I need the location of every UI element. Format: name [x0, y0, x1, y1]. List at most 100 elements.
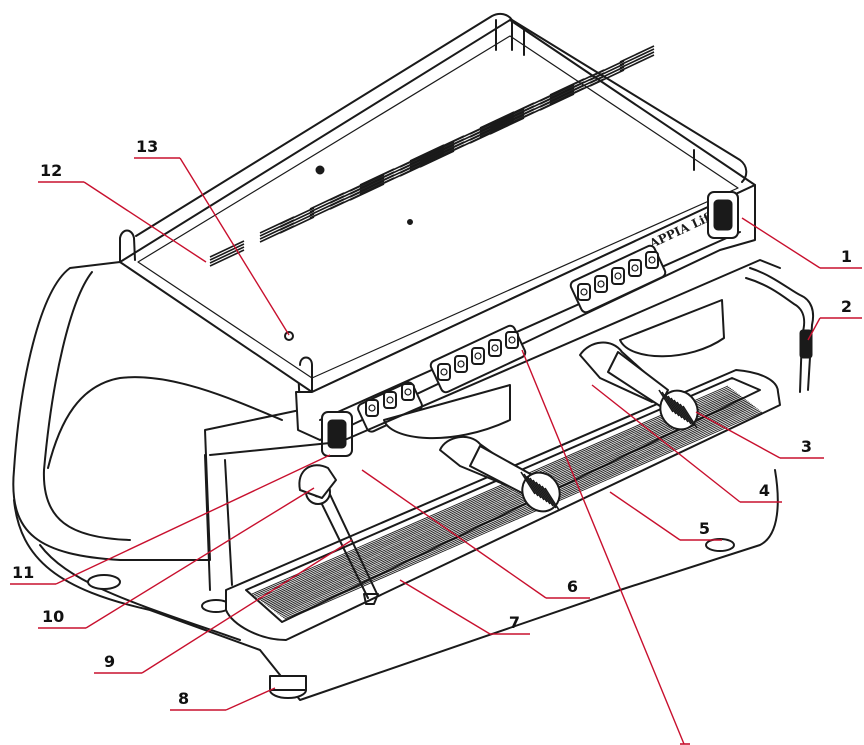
callout-leader-7 [399, 579, 491, 635]
keypad-button [628, 259, 642, 277]
grid-line [273, 402, 751, 612]
grid-line [260, 392, 738, 602]
grid-line [282, 409, 760, 619]
callout-13: 13 [134, 137, 290, 336]
callout-6: 6 [361, 469, 590, 599]
callout-leader-8 [225, 687, 276, 711]
callout-3: 3 [695, 411, 824, 459]
vent-slot [359, 168, 395, 195]
grid-line [256, 388, 733, 598]
callout-label-9: 9 [104, 652, 115, 671]
callout-label-4: 4 [759, 481, 770, 500]
callout-5: 5 [609, 491, 722, 541]
keypad-button [488, 339, 502, 357]
keypad-button [594, 275, 608, 293]
cup-warmer-rails [119, 12, 748, 393]
back-wall [209, 259, 781, 456]
keypad-button [365, 399, 379, 417]
steam-wand-left-nozzle [363, 593, 379, 605]
vent-slot [309, 192, 345, 219]
steam-wand-right-joint [799, 329, 813, 359]
callout-2: 2 [807, 297, 862, 341]
callout-leader-10 [85, 487, 315, 629]
callout-leader-11 [55, 454, 331, 585]
grid-line [257, 390, 735, 599]
grid-line [262, 393, 739, 603]
callout-leader-4 [591, 384, 741, 503]
grid-line [272, 401, 749, 611]
callout-leader-3 [695, 411, 781, 459]
keypad-button [577, 283, 591, 301]
group-head-1 [383, 384, 511, 440]
vent-slots [209, 45, 655, 267]
callout-label-8: 8 [178, 689, 189, 708]
cup-warmer-inner [137, 35, 739, 379]
plate-pin [407, 219, 413, 225]
callout-label-1: 1 [841, 247, 852, 266]
callout-leader-13 [179, 157, 290, 336]
grid-line [253, 386, 730, 596]
portafilter-right [579, 341, 699, 431]
base [13, 469, 779, 701]
side-panel-contour [42, 271, 131, 541]
keypad-button [454, 355, 468, 373]
keypad-button [471, 347, 485, 365]
steam-wand-right [749, 267, 815, 391]
vent-slot [619, 45, 655, 72]
callout-9: 9 [94, 539, 353, 674]
foot-right [705, 538, 735, 552]
control-panel-strip [319, 231, 741, 421]
callout-label-10: 10 [42, 607, 64, 626]
callout-12: 12 [38, 161, 207, 263]
back-wall-left [204, 454, 233, 591]
steam-wand-right-2 [745, 277, 806, 393]
portafilter-grip [520, 471, 560, 511]
keypad-button [505, 331, 519, 349]
keypad-button [645, 251, 659, 269]
keypad-button [611, 267, 625, 285]
vent-slot [259, 216, 295, 243]
drip-tray [225, 369, 781, 641]
vent-slot [479, 111, 515, 138]
callout-label-5: 5 [699, 519, 710, 538]
grid-line [263, 394, 741, 604]
foot-left [87, 574, 121, 590]
steam-wand-left [314, 485, 379, 599]
portafilter-left [439, 435, 561, 513]
grid-line [268, 398, 745, 607]
grid-line [251, 385, 729, 595]
portafilter-grip [658, 389, 698, 429]
callout-label-7: 7 [509, 613, 520, 632]
base-lip [39, 544, 241, 641]
callout-leader-unnumbered [521, 349, 685, 745]
callout-label-6: 6 [567, 577, 578, 596]
callout-11: 11 [10, 454, 331, 585]
callout-leader-2 [807, 317, 821, 341]
callout-1: 1 [741, 217, 862, 269]
espresso-machine: APPIA Life [12, 12, 815, 701]
keypad-buttons [365, 251, 659, 417]
callout-label-12: 12 [40, 161, 62, 180]
side-panel-window [47, 376, 283, 469]
cup-warmer-sensor [284, 331, 294, 341]
grid-line [269, 399, 746, 608]
callout-8: 8 [170, 687, 276, 711]
callout-7: 7 [399, 579, 530, 635]
callout-leader-1 [741, 217, 821, 269]
grid-line [266, 396, 743, 606]
callout-label-2: 2 [841, 297, 852, 316]
main-switch-rocker [713, 199, 733, 231]
callout-leader-9 [141, 539, 353, 674]
group-head-2 [619, 299, 725, 358]
front-face [295, 184, 756, 441]
callout-4: 4 [591, 384, 782, 503]
grid-line [265, 395, 742, 605]
callout-label-3: 3 [801, 437, 812, 456]
plate-screw [315, 165, 325, 175]
callout-leader-6 [361, 469, 547, 599]
keypad-button [437, 363, 451, 381]
callout-10: 10 [38, 487, 315, 629]
